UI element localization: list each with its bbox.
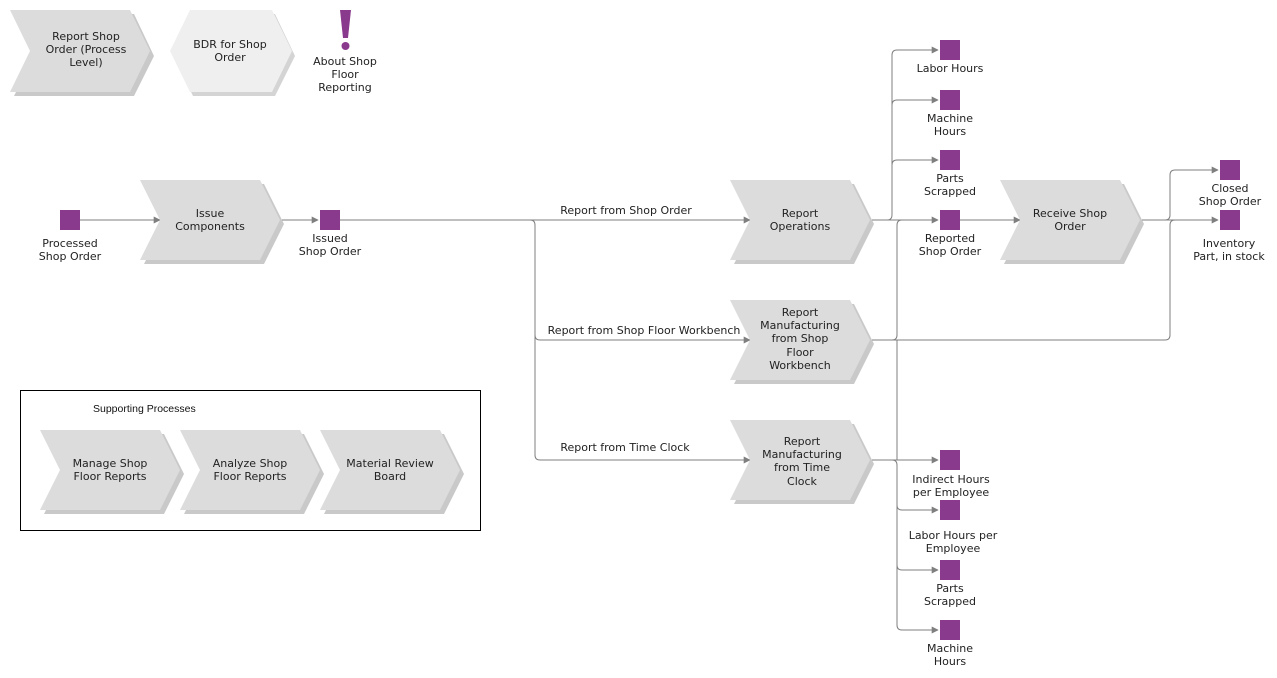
function-report-mfg-workbench[interactable]: Report Manufacturing from Shop Floor Wor… — [730, 300, 874, 384]
edge-label-workbench: Report from Shop Floor Workbench — [548, 324, 741, 337]
issued-line2: Shop Order — [299, 245, 362, 258]
event-closed-shop-order[interactable]: Closed Shop Order — [1199, 160, 1262, 208]
edge-ops-to-scrapped — [891, 156, 939, 166]
about-line2: Floor — [331, 68, 359, 81]
machine-bottom-line2: Hours — [934, 655, 966, 668]
supporting-processes-box: Supporting Processes Manage Shop Floor R… — [20, 390, 481, 531]
reported-line2: Shop Order — [919, 245, 982, 258]
indirect-line1: Indirect Hours — [912, 473, 990, 486]
machine-top-line2: Hours — [934, 125, 966, 138]
receive-line1: Receive Shop — [1033, 207, 1107, 220]
supporting-title: Supporting Processes — [93, 403, 196, 415]
machine-bottom-line1: Machine — [927, 642, 973, 655]
issue-line1: Issue — [196, 207, 225, 220]
timeclock-line3: from Time — [774, 461, 830, 474]
event-labor-hours-per-employee[interactable]: Labor Hours per Employee — [909, 500, 998, 555]
timeclock-line4: Clock — [787, 475, 818, 488]
event-parts-scrapped-bottom[interactable]: Parts Scrapped — [924, 560, 976, 608]
connectors — [80, 46, 1219, 634]
timeclock-line2: Manufacturing — [762, 448, 842, 461]
inventory-line2: Part, in stock — [1193, 250, 1265, 263]
ops-line1: Report — [782, 207, 819, 220]
edge-clock-to-machine — [891, 459, 939, 634]
edge-issued-to-workbench — [534, 334, 751, 344]
process-analyze-reports[interactable]: Analyze Shop Floor Reports — [180, 430, 324, 514]
processed-line2: Shop Order — [39, 250, 102, 263]
workbench-line2: Manufacturing — [760, 319, 840, 332]
labor-emp-line2: Employee — [926, 542, 981, 555]
event-processed-shop-order[interactable]: Processed Shop Order — [39, 210, 102, 263]
scrapped-top-line1: Parts — [936, 172, 964, 185]
inventory-line1: Inventory — [1203, 237, 1256, 250]
workbench-line4: Floor — [786, 346, 814, 359]
edge-workbench-to-outputs — [892, 219, 1176, 341]
function-issue-components[interactable]: Issue Components — [140, 180, 284, 264]
report-shop-order-line3: Level) — [69, 56, 102, 69]
event-labor-hours[interactable]: Labor Hours — [917, 40, 984, 75]
about-line3: Reporting — [318, 81, 371, 94]
mrb-line2: Board — [374, 470, 406, 483]
bdr-line2: Order — [214, 51, 246, 64]
analyze-line2: Floor Reports — [213, 470, 286, 483]
scrapped-bottom-line1: Parts — [936, 582, 964, 595]
function-report-operations[interactable]: Report Operations — [730, 180, 874, 264]
about-line1: About Shop — [313, 55, 377, 68]
report-shop-order-line2: Order (Process — [46, 43, 127, 56]
machine-top-line1: Machine — [927, 112, 973, 125]
edge-clock-to-scrapped — [896, 564, 939, 574]
analyze-line1: Analyze Shop — [213, 457, 288, 470]
closed-line1: Closed — [1212, 182, 1249, 195]
ops-line2: Operations — [770, 220, 831, 233]
edge-workbench-to-reported — [872, 219, 903, 341]
receive-line2: Order — [1054, 220, 1086, 233]
bdr-shop-order[interactable]: BDR for Shop Order — [170, 10, 295, 96]
workbench-line5: Workbench — [769, 359, 831, 372]
labor-emp-line1: Labor Hours per — [909, 529, 998, 542]
edge-label-time-clock: Report from Time Clock — [560, 441, 690, 454]
workbench-line1: Report — [782, 306, 819, 319]
mrb-line1: Material Review — [346, 457, 433, 470]
edge-clock-to-labor — [896, 504, 939, 514]
event-inventory-part[interactable]: Inventory Part, in stock — [1193, 210, 1265, 263]
scrapped-top-line2: Scrapped — [924, 185, 976, 198]
manage-line1: Manage Shop — [73, 457, 148, 470]
function-receive-shop-order[interactable]: Receive Shop Order — [1000, 180, 1144, 264]
event-machine-hours-top[interactable]: Machine Hours — [927, 90, 973, 138]
report-shop-order-line1: Report Shop — [52, 30, 120, 43]
reported-line1: Reported — [925, 232, 975, 245]
event-parts-scrapped-top[interactable]: Parts Scrapped — [924, 150, 976, 198]
process-manage-reports[interactable]: Manage Shop Floor Reports — [40, 430, 184, 514]
event-machine-hours-bottom[interactable]: Machine Hours — [927, 620, 973, 668]
closed-line2: Shop Order — [1199, 195, 1262, 208]
function-report-mfg-timeclock[interactable]: Report Manufacturing from Time Clock — [730, 420, 874, 504]
manage-line2: Floor Reports — [73, 470, 146, 483]
event-issued-shop-order[interactable]: Issued Shop Order — [299, 210, 362, 258]
process-material-review-board[interactable]: Material Review Board — [320, 430, 464, 514]
scrapped-bottom-line2: Scrapped — [924, 595, 976, 608]
about-shop-floor-reporting[interactable]: About Shop Floor Reporting — [313, 10, 377, 94]
report-shop-order-process[interactable]: Report Shop Order (Process Level) — [10, 10, 154, 96]
edge-ops-to-machine — [891, 96, 939, 106]
edge-label-shop-order: Report from Shop Order — [560, 204, 692, 217]
indirect-line2: per Employee — [913, 486, 989, 499]
timeclock-line1: Report — [784, 435, 821, 448]
processed-line1: Processed — [42, 237, 97, 250]
labor-hours-line1: Labor Hours — [917, 62, 984, 75]
issued-line1: Issued — [312, 232, 347, 245]
event-indirect-hours[interactable]: Indirect Hours per Employee — [912, 450, 990, 499]
issue-line2: Components — [175, 220, 245, 233]
workbench-line3: from Shop — [772, 332, 829, 345]
event-reported-shop-order[interactable]: Reported Shop Order — [919, 210, 982, 258]
exclamation-icon — [340, 10, 351, 50]
bdr-line1: BDR for Shop — [193, 38, 266, 51]
